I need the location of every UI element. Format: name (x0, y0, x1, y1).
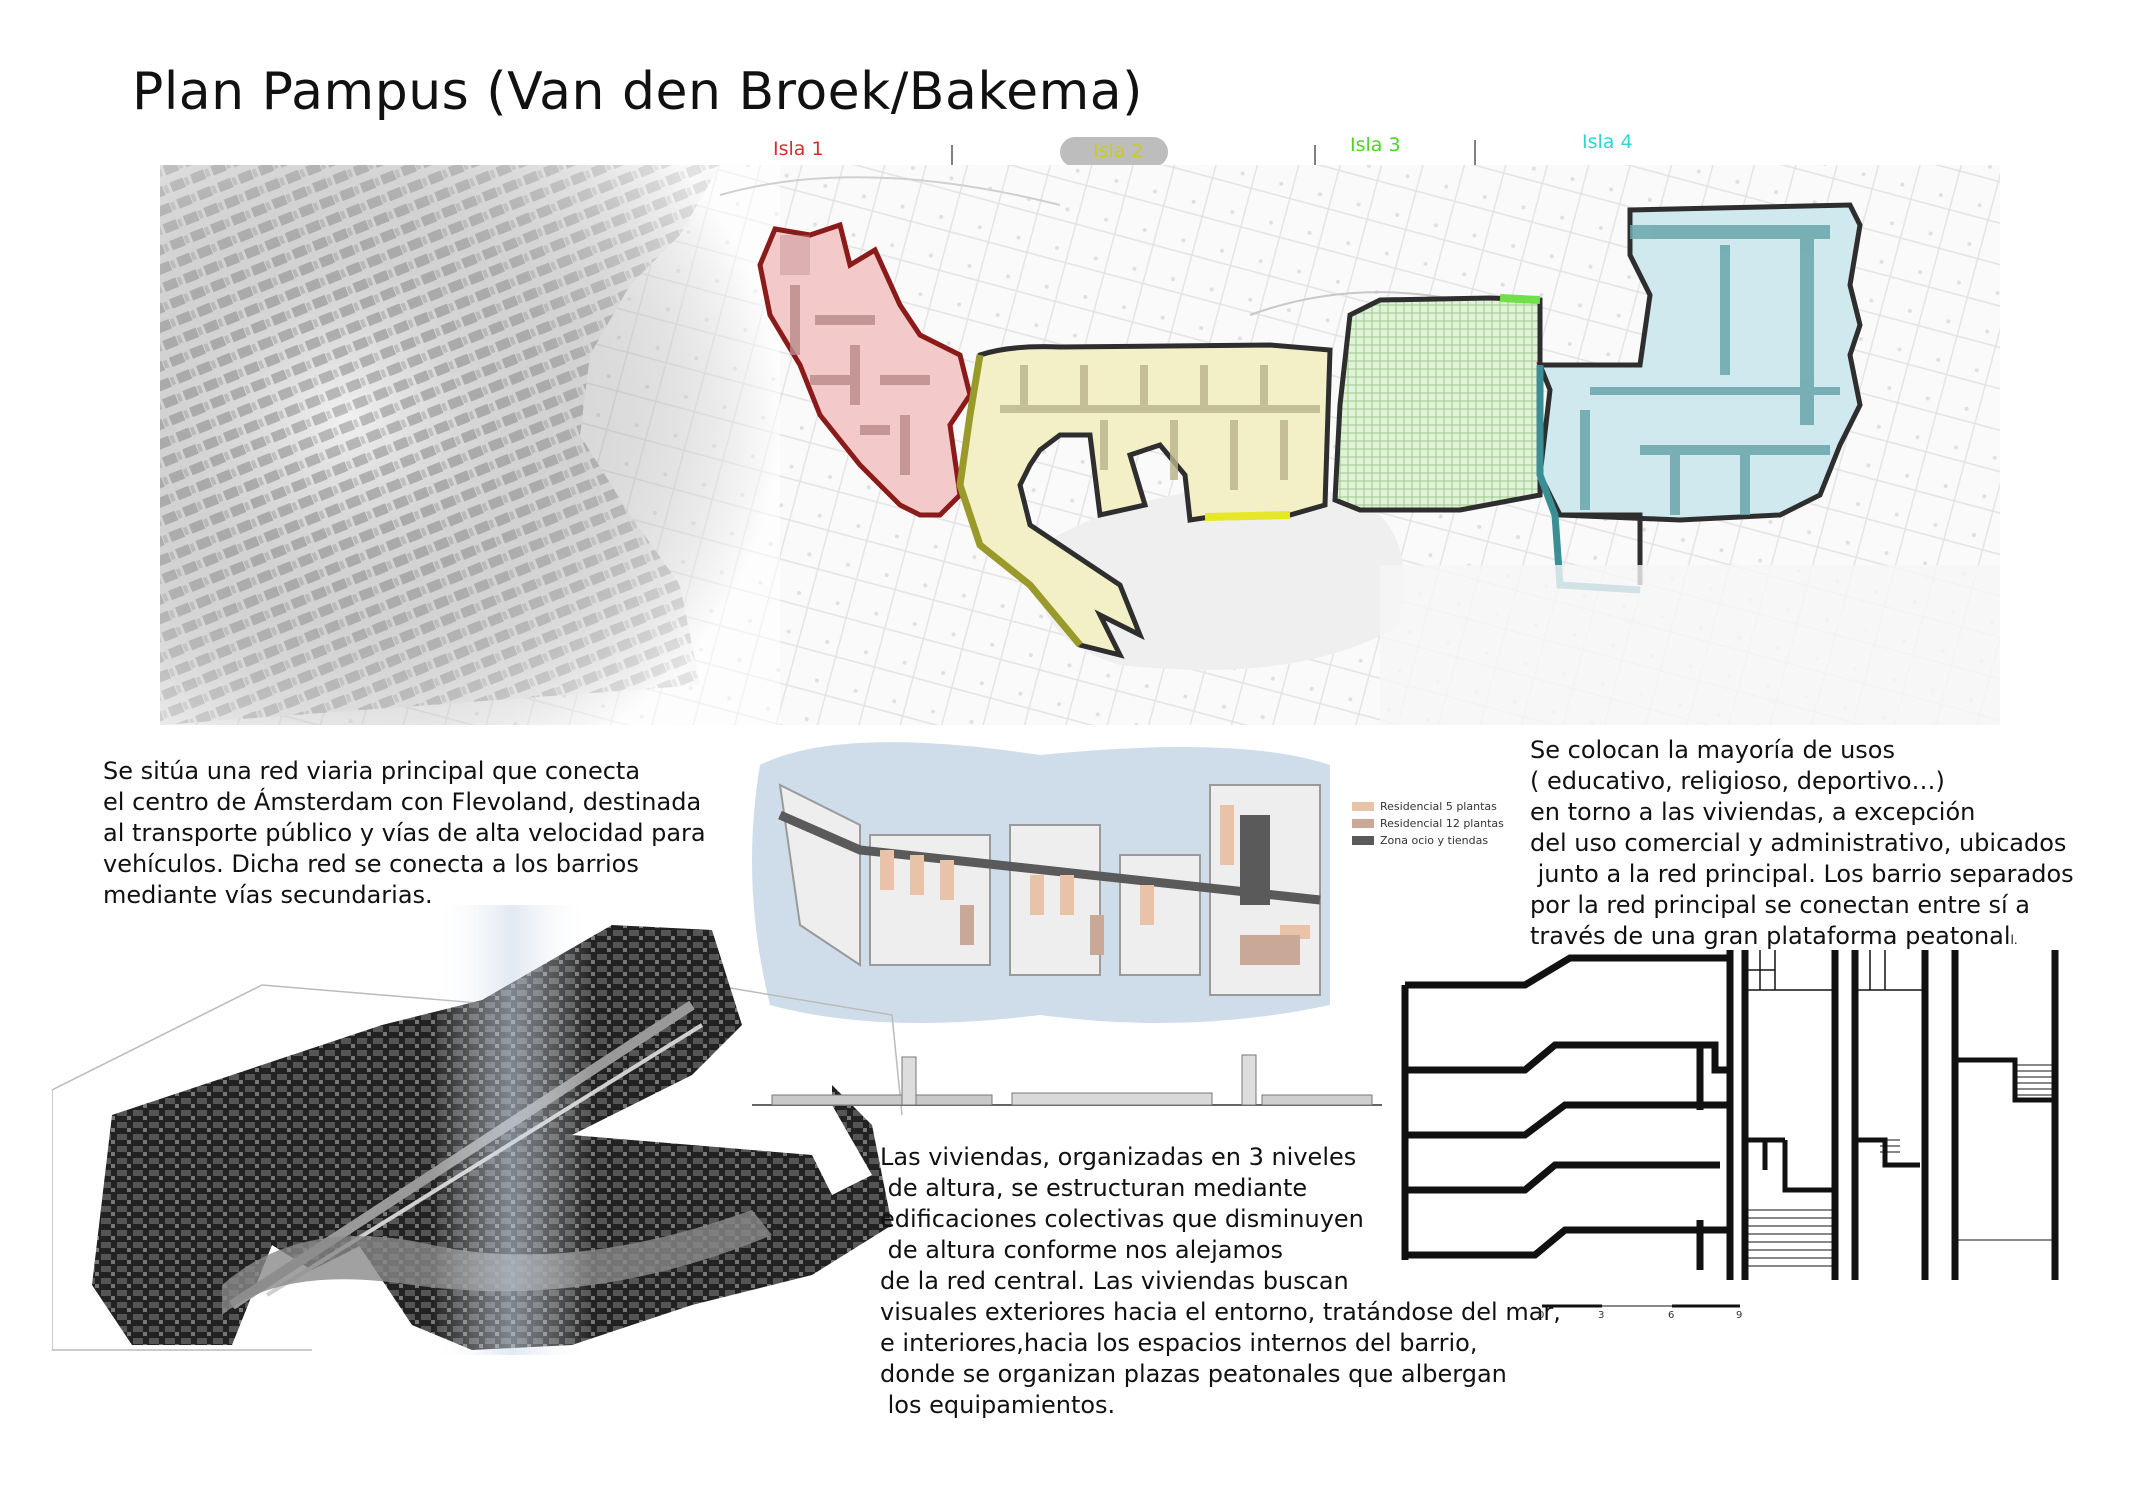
scale-bar (1542, 1304, 1740, 1308)
paragraph-road-network: Se sitúa una red viaria principal que co… (103, 757, 706, 909)
isla3-outline (1332, 295, 1543, 513)
isla-1-label: Isla 1 (773, 138, 824, 160)
paragraph-housing: Las viviendas, organizadas en 3 niveles … (880, 1143, 1561, 1419)
page-title: Plan Pampus (Van den Broek/Bakema) (132, 62, 1143, 122)
paragraph-uses: Se colocan la mayoría de usos ( educativ… (1530, 735, 2074, 956)
aerial-perspective (52, 905, 1382, 1355)
legend-label: Zona ocio y tiendas (1380, 834, 1489, 847)
isla-4-label: Isla 4 (1582, 131, 1633, 153)
isla-2-label: Isla 2 (1093, 140, 1144, 162)
scale-label-0: 0 (1538, 1310, 1545, 1321)
site-map (160, 165, 2000, 725)
paragraph-uses-text: Se colocan la mayoría de usos ( educativ… (1530, 736, 2074, 950)
scale-label-6: 6 (1668, 1310, 1675, 1321)
paragraph-uses-suffix: l. (2010, 933, 2018, 947)
legend-label: Residencial 12 plantas (1380, 817, 1504, 830)
zoning-plan (752, 742, 1330, 1023)
isla-3-label: Isla 3 (1350, 134, 1401, 156)
legend-item: Zona ocio y tiendas (1352, 834, 1504, 847)
legend-swatch (1352, 836, 1374, 845)
elevation-section (752, 1054, 1382, 1106)
isla2-highlight (1060, 137, 1168, 167)
scale-label-9: 9 (1736, 1310, 1743, 1321)
legend-label: Residencial 5 plantas (1380, 800, 1497, 813)
isla4-outline (1536, 202, 1863, 523)
scale-label-3: 3 (1598, 1310, 1605, 1321)
isla1-outline (757, 221, 973, 518)
legend: Residencial 5 plantas Residencial 12 pla… (1352, 800, 1504, 847)
legend-swatch (1352, 802, 1374, 811)
legend-item: Residencial 5 plantas (1352, 800, 1504, 813)
legend-item: Residencial 12 plantas (1352, 817, 1504, 830)
housing-sections (1401, 950, 2059, 1280)
legend-swatch (1352, 819, 1374, 828)
